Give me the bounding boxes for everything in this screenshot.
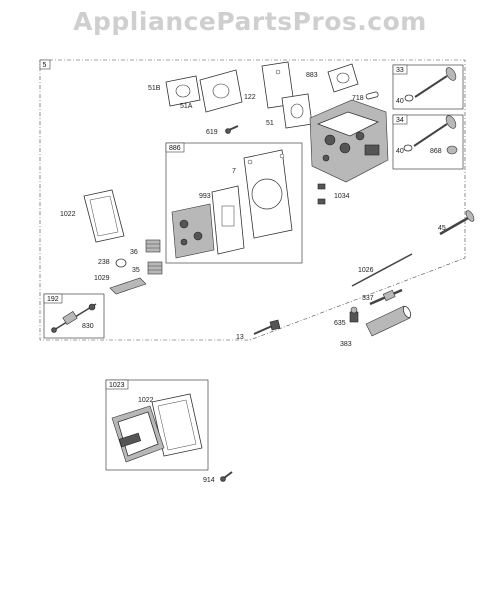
head-gasket-7-part: [243, 149, 293, 239]
callout-1034: 1034: [334, 193, 350, 200]
callout-box-34: [392, 114, 408, 125]
pin-718-part: [365, 91, 379, 100]
callout-box-192: [43, 293, 63, 304]
callout-868: 868: [430, 148, 442, 155]
callout-993: 993: [199, 193, 211, 200]
callout-13: 13: [236, 334, 244, 341]
pushrod-45-part: [439, 210, 475, 236]
callout-718: 718: [352, 95, 364, 102]
callout-40b: 40: [396, 148, 404, 155]
callout-883: 883: [306, 72, 318, 79]
callout-45: 45: [438, 225, 446, 232]
callout-box-886: [165, 142, 185, 153]
callout-box-1023: [105, 379, 129, 390]
bolt-13-part: [253, 319, 281, 335]
callout-box-33: [392, 64, 408, 75]
breather-box-192: [43, 293, 105, 339]
callout-33: 33: [396, 67, 404, 74]
valve-box-33: [392, 64, 464, 110]
callout-619: 619: [206, 129, 218, 136]
callout-36: 36: [130, 249, 138, 256]
site-watermark: AppliancePartsPros.com: [73, 7, 427, 36]
gasket-993-part: [211, 185, 245, 255]
callout-35: 35: [132, 267, 140, 274]
callout-337: 337: [362, 295, 374, 302]
intake-valve-part: [403, 115, 458, 155]
callout-1022b: 1022: [138, 397, 154, 404]
spring-35-part: [147, 261, 163, 275]
spring-36-part: [145, 239, 161, 253]
cylinder-head-part: [309, 99, 389, 183]
callout-box-5: [39, 59, 51, 70]
callout-886: 886: [169, 145, 181, 152]
callout-34: 34: [396, 117, 404, 124]
rocker-arm-1029-part: [109, 277, 147, 295]
callout-7: 7: [232, 168, 236, 175]
screw-914-part: [220, 471, 233, 482]
callout-5: 5: [43, 62, 47, 69]
breather-valve-part: [51, 303, 97, 333]
gasket-51-part: [281, 93, 313, 129]
callout-1023: 1023: [109, 382, 125, 389]
spark-plug-337-part: [369, 288, 403, 306]
valve-cover-box-1023: [105, 379, 209, 471]
callout-1026: 1026: [358, 267, 374, 274]
gasket-883-part: [327, 63, 359, 93]
exhaust-valve-part: [404, 67, 457, 102]
tube-383-part: [365, 305, 412, 337]
gasket-51b-part: [165, 75, 201, 107]
callout-51A: 51A: [180, 103, 193, 110]
valve-cover-part: [111, 405, 165, 463]
gasket-51a-part: [199, 69, 243, 113]
callout-383: 383: [340, 341, 352, 348]
rod-1026-part: [351, 253, 413, 287]
callout-830: 830: [82, 323, 94, 330]
callout-122: 122: [244, 94, 256, 101]
valve-cover-gasket-1022-part: [83, 189, 125, 243]
callout-635: 635: [334, 320, 346, 327]
callout-1022a: 1022: [60, 211, 76, 218]
clip-1034-part: [317, 183, 326, 205]
callout-40a: 40: [396, 98, 404, 105]
rocker-plate-part: [171, 203, 215, 259]
valve-box-34: [392, 114, 464, 170]
assembly-5-boundary: [39, 59, 466, 341]
callout-51: 51: [266, 120, 274, 127]
callout-1029: 1029: [94, 275, 110, 282]
callout-192: 192: [47, 296, 59, 303]
callout-914: 914: [203, 477, 215, 484]
cap-238-part: [115, 258, 127, 268]
callout-238: 238: [98, 259, 110, 266]
screw-619-part: [225, 125, 239, 134]
gasket-set-box-886: [165, 142, 303, 264]
fitting-635-part: [349, 306, 359, 323]
callout-51B: 51B: [148, 85, 161, 92]
